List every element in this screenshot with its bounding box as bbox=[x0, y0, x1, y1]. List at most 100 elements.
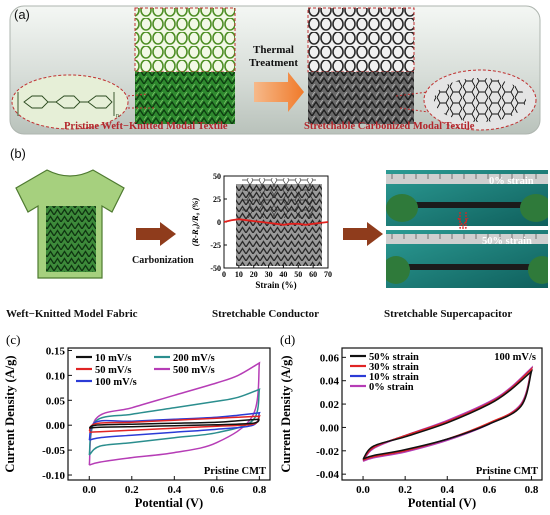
chart-b-ytick-label: 0 bbox=[217, 218, 221, 227]
caption-supercapacitor: Stretchable Supercapacitor bbox=[384, 308, 513, 320]
chart-b-xtick-label: 30 bbox=[265, 270, 273, 279]
legend-label: 10% strain bbox=[369, 372, 419, 383]
graphene-lattice bbox=[434, 78, 526, 122]
cv-curve bbox=[88, 388, 261, 456]
x-tick-label: 0.0 bbox=[356, 484, 370, 496]
device-strip-top bbox=[408, 202, 532, 208]
ruler-bottom-ticks bbox=[391, 234, 537, 239]
panel-a-figure: n bbox=[9, 5, 541, 135]
cellulose-structure-circle bbox=[11, 74, 129, 130]
supercapacitor-photos bbox=[386, 170, 548, 288]
legend-label: 10 mV/s bbox=[95, 353, 131, 364]
legend-label: 0% strain bbox=[369, 382, 414, 393]
caption-fabric: Weft−Knitted Model Fabric bbox=[6, 308, 138, 320]
thermal-treatment-label-1: Thermal bbox=[253, 44, 294, 56]
sample-annotation: Pristine CMT bbox=[204, 466, 266, 477]
y-tick-label: 0.00 bbox=[46, 420, 66, 432]
chart-b-xtick-label: 60 bbox=[309, 270, 317, 279]
carbonized-textile-image bbox=[308, 72, 414, 124]
y-tick-label: -0.05 bbox=[42, 445, 65, 457]
legend-label: 200 mV/s bbox=[173, 353, 215, 364]
zoom-connector-left bbox=[127, 93, 156, 109]
zoom-connector-right bbox=[395, 91, 429, 113]
x-tick-label: 0.6 bbox=[482, 484, 496, 496]
glove-left-top bbox=[386, 194, 418, 222]
cv-curve bbox=[362, 369, 534, 460]
thermal-treatment-label-2: Treatment bbox=[249, 57, 299, 69]
x-tick-label: 0.2 bbox=[398, 484, 412, 496]
stretch-marker bbox=[457, 212, 469, 229]
supercapacitor-arrow bbox=[343, 222, 383, 246]
chart-b-xtick-label: 70 bbox=[324, 270, 332, 279]
chart-b-xlabel: Strain (%) bbox=[255, 280, 296, 290]
caption-conductor: Stretchable Conductor bbox=[212, 308, 320, 320]
y-axis-label: Current Density (A/g) bbox=[279, 355, 293, 472]
y-tick-label: 0.02 bbox=[320, 399, 340, 411]
glove-right-top bbox=[520, 194, 548, 222]
legend-label: 500 mV/s bbox=[173, 365, 215, 376]
ruler-top bbox=[386, 174, 548, 184]
chart-b-xtick-label: 10 bbox=[235, 270, 243, 279]
panel-label: (d) bbox=[280, 332, 295, 347]
x-tick-label: 0.8 bbox=[525, 484, 539, 496]
legend-label: 50 mV/s bbox=[95, 365, 131, 376]
cv-curve bbox=[88, 415, 262, 433]
y-tick-label: 0.04 bbox=[320, 376, 340, 388]
pristine-textile-caption: Pristine Weft−Knitted Modal Textile bbox=[64, 121, 228, 132]
tshirt-figure bbox=[15, 169, 125, 279]
y-tick-label: -0.02 bbox=[316, 446, 339, 458]
chart-b-xtick-label: 0 bbox=[222, 270, 226, 279]
y-tick-label: 0.10 bbox=[46, 370, 66, 382]
x-tick-label: 0.6 bbox=[210, 484, 224, 496]
y-tick-label: 0.05 bbox=[46, 395, 66, 407]
pristine-textile-image bbox=[135, 72, 235, 124]
x-axis-label: Potential (V) bbox=[408, 496, 476, 510]
panel-a: n (a) Thermal Treatment Pristine Weft−Kn… bbox=[8, 4, 542, 138]
x-tick-label: 0.8 bbox=[252, 484, 266, 496]
chart-b-series-line bbox=[223, 218, 329, 226]
chart-b-ytick-label: -50 bbox=[210, 264, 221, 273]
y-tick-label: 0.00 bbox=[320, 422, 340, 434]
cellulose-structure bbox=[17, 92, 115, 116]
cv-curve bbox=[88, 411, 261, 441]
y-tick-label: 0.15 bbox=[46, 345, 66, 357]
strain-0-label: 0% strain bbox=[489, 176, 534, 187]
y-tick-label: 0.06 bbox=[320, 352, 340, 364]
panel-label: (c) bbox=[6, 332, 20, 347]
y-tick-label: -0.04 bbox=[316, 469, 339, 481]
sample-annotation: Pristine CMT bbox=[476, 466, 538, 477]
legend-label: 30% strain bbox=[369, 362, 419, 373]
panel-a-label: (a) bbox=[14, 7, 30, 22]
cv-curve bbox=[88, 361, 261, 466]
chart-b-ytick-label: 50 bbox=[213, 172, 221, 181]
x-tick-label: 0.2 bbox=[125, 484, 139, 496]
legend-label: 50% strain bbox=[369, 352, 419, 363]
x-axis-label: Potential (V) bbox=[135, 496, 203, 510]
chart-b-ytick-label: 25 bbox=[213, 195, 221, 204]
x-tick-label: 0.4 bbox=[167, 484, 181, 496]
chart-b-xtick-label: 40 bbox=[279, 270, 287, 279]
pristine-textile-loops bbox=[134, 7, 236, 73]
cv-curve bbox=[362, 366, 534, 461]
cv-chart-scan-rate: (c) -0.10 -0.05 0.00 0.05 0.10 0.15 0.0 0.2 0.4 0.… bbox=[3, 332, 271, 510]
cv-curve bbox=[88, 418, 260, 429]
chart-b-xtick-label: 50 bbox=[294, 270, 302, 279]
y-axis-label: Current Density (A/g) bbox=[3, 355, 17, 472]
carbonized-textile-loops bbox=[307, 7, 415, 73]
panel-b-label: (b) bbox=[10, 146, 26, 161]
carbonized-textile-caption: Stretchable Carbonized Modal Textile bbox=[304, 121, 475, 132]
conductor-lattice bbox=[242, 178, 316, 218]
ruler-bottom bbox=[386, 234, 548, 244]
glove-right-bottom bbox=[528, 256, 548, 284]
device-strip-bottom bbox=[398, 264, 544, 270]
strain-50-label: 50% strain bbox=[482, 236, 532, 247]
chart-b-xtick-label: 20 bbox=[250, 270, 258, 279]
legend-label: 100 mV/s bbox=[95, 377, 137, 388]
scan-rate-annotation: 100 mV/s bbox=[494, 352, 536, 363]
thermal-treatment-arrow bbox=[254, 72, 304, 112]
y-tick-label: -0.10 bbox=[42, 470, 65, 482]
glove-left-bottom bbox=[386, 256, 410, 284]
x-tick-label: 0.0 bbox=[82, 484, 96, 496]
